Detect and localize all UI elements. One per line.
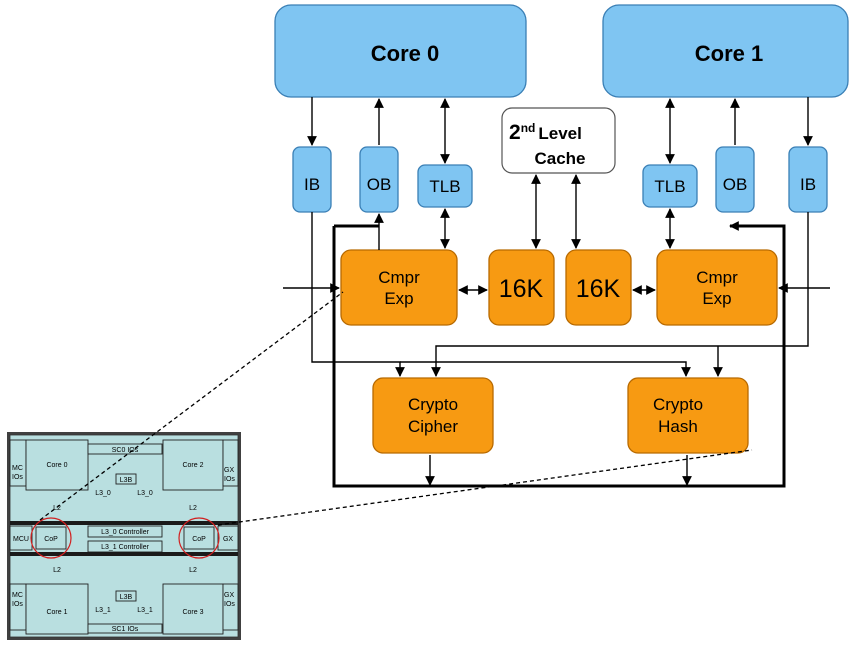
svg-text:L3_0: L3_0 [95,490,111,497]
ib-left-label: IB [304,175,320,194]
cache-sup: nd [521,121,536,135]
cop-right-highlight [178,517,220,559]
die-mcu: MCU [13,536,29,543]
svg-text:L2: L2 [53,505,61,512]
ob-left: OB [359,146,399,213]
die-core3: Core 3 [182,609,203,616]
die-sc0: SC0 IOs [112,447,139,454]
cmpr-right-line1: Cmpr [696,268,738,287]
chip-die-thumbnail: MC IOs Core 0 SC0 IOs Core 2 GX IOs L3B … [7,432,241,640]
mem-16k-right-label: 16K [576,275,621,303]
core-1-block: Core 1 [602,4,849,98]
core-0-block: Core 0 [274,4,527,98]
cmpr-right-line2: Exp [702,289,731,308]
die-core0: Core 0 [46,462,67,469]
cmpr-exp-right: Cmpr Exp [656,249,778,326]
svg-text:IOs: IOs [224,601,235,608]
ib-right: IB [788,146,828,213]
cache-num: 2 [509,121,521,144]
mem-16k-left: 16K [488,249,555,326]
crypto-hash-line1: Crypto [653,395,703,414]
cmpr-left-line2: Exp [384,289,413,308]
die-l3-1-ctrl: L3_1 Controller [101,544,150,551]
mem-16k-left-label: 16K [499,275,544,303]
die-core1: Core 1 [46,609,67,616]
connectors [283,97,830,488]
svg-text:GX: GX [224,467,234,474]
svg-text:MC: MC [12,592,23,599]
ob-right-label: OB [723,175,748,194]
die-sc1: SC1 IOs [112,626,139,633]
die-core2: Core 2 [182,462,203,469]
tlb-left-label: TLB [429,177,460,196]
crypto-cipher-line2: Cipher [408,417,458,436]
crypto-hash: Crypto Hash [627,377,749,454]
cmpr-exp-left: Cmpr Exp [340,249,458,326]
crypto-cipher-line1: Crypto [408,395,458,414]
cop-left-highlight [30,517,72,559]
svg-text:L3_0: L3_0 [137,490,153,497]
cache-label: Cache [534,149,585,168]
tlb-left: TLB [417,164,473,208]
die-l3-0-ctrl: L3_0 Controller [101,529,150,536]
core-1-label: Core 1 [695,41,763,66]
svg-text:L3_1: L3_1 [137,607,153,614]
svg-text:IOs: IOs [12,474,23,481]
callout-lines [39,291,753,526]
die-l3b-bottom: L3B [120,594,133,601]
svg-text:L2: L2 [189,567,197,574]
svg-text:MC: MC [12,465,23,472]
ib-right-label: IB [800,175,816,194]
svg-text:L3_1: L3_1 [95,607,111,614]
svg-text:IOs: IOs [224,476,235,483]
svg-text:L2: L2 [189,505,197,512]
cache-level: Level [538,124,581,143]
ib-left: IB [292,146,332,213]
svg-text:L2: L2 [53,567,61,574]
svg-text:GX: GX [224,592,234,599]
die-gx: GX [223,536,233,543]
svg-text:IOs: IOs [12,601,23,608]
crypto-cipher: Crypto Cipher [372,377,494,454]
core-0-label: Core 0 [371,41,439,66]
crypto-hash-line2: Hash [658,417,698,436]
ob-right: OB [715,146,755,213]
ob-left-label: OB [367,175,392,194]
tlb-right: TLB [642,164,698,208]
mem-16k-right: 16K [565,249,632,326]
die-cop-right: CoP [192,536,206,543]
die-cop-left: CoP [44,536,58,543]
cmpr-left-line1: Cmpr [378,268,420,287]
die-l3b-top: L3B [120,477,133,484]
tlb-right-label: TLB [654,177,685,196]
